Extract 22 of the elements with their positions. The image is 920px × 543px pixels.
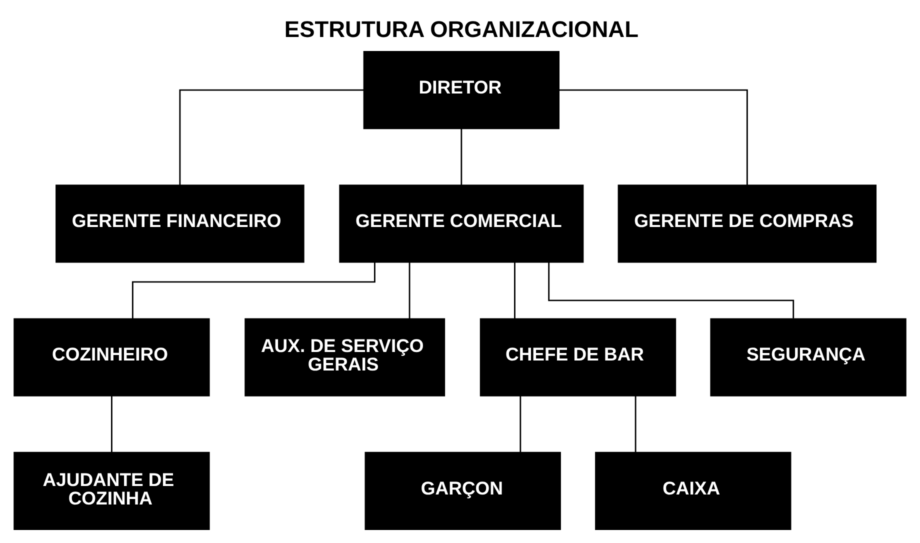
connector [520, 395, 522, 452]
node-box: GARÇON [364, 451, 561, 530]
connector [558, 88, 748, 184]
node-box: CAIXA [595, 451, 792, 530]
connector [179, 88, 364, 184]
connector [514, 262, 516, 318]
node-box: DIRETOR [363, 50, 560, 129]
node-box: GERENTE FINANCEIRO [56, 184, 304, 262]
node-box: AUX. DE SERVIÇO GERAIS [244, 318, 446, 396]
connector [111, 395, 112, 452]
node-box: CHEFE DE BAR [480, 318, 676, 396]
node-box: GERENTE DE COMPRAS [618, 184, 877, 262]
connector [634, 395, 636, 452]
node-box: AJUDANTE DE COZINHA [14, 451, 210, 530]
diagram-title: ESTRUTURA ORGANIZACIONAL [284, 16, 638, 42]
node-box: GERENTE COMERCIAL [339, 184, 584, 262]
connector [460, 128, 462, 185]
node-box: SEGURANÇA [710, 318, 906, 396]
connector [408, 262, 410, 318]
connector [132, 262, 376, 318]
node-box: COZINHEIRO [14, 318, 210, 396]
connector [548, 262, 794, 318]
